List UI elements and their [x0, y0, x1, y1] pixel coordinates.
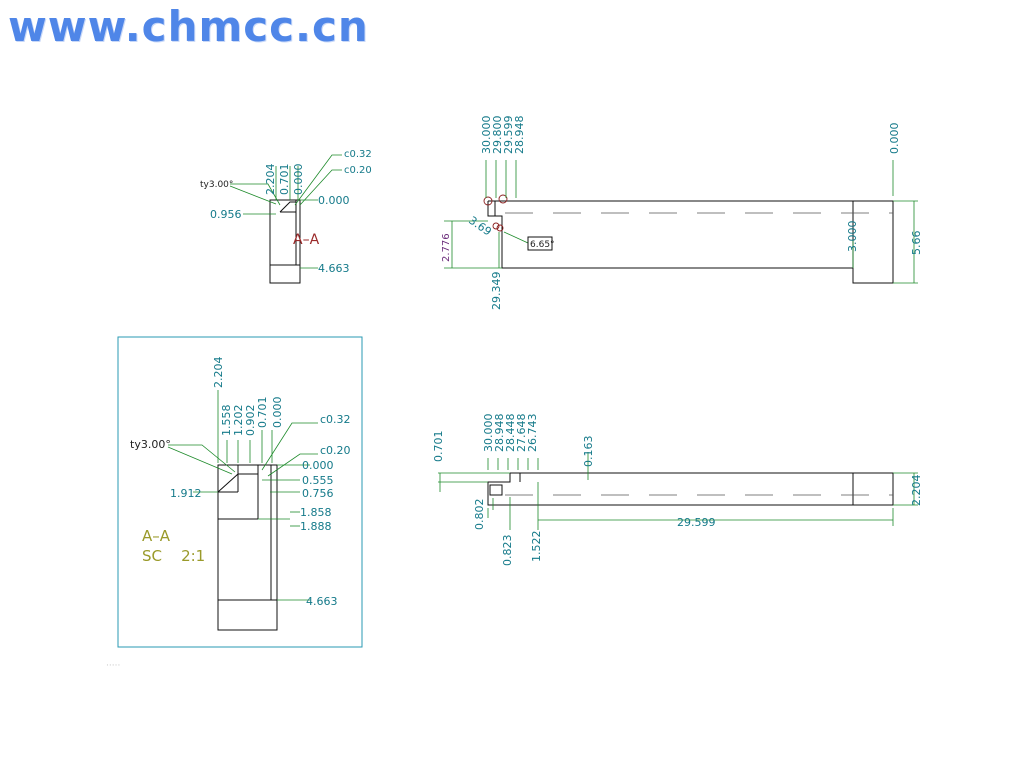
detail-angle-note: ty3.00° [130, 438, 171, 451]
small-dim-left: 0.956 [210, 208, 242, 221]
bottom-right-part-outline [487, 472, 894, 506]
small-dim-top-2: 0.701 [278, 164, 291, 196]
br-dim-bottom-2: 0.823 [501, 535, 514, 567]
detail-dim-top-2: 1.558 [220, 405, 233, 437]
detail-dim-right-3: 0.756 [302, 487, 334, 500]
br-dim-left-top: 0.701 [432, 431, 445, 463]
tr-dim-height: 5.66 [910, 231, 923, 256]
tr-angle-box-text: 6.65° [530, 240, 555, 250]
tr-dim-step: 3.000 [846, 221, 859, 253]
detail-chamfer-1: c0.32 [320, 413, 351, 426]
small-part-outline [269, 199, 301, 284]
detail-chamfer-2: c0.20 [320, 444, 351, 457]
tr-dim-top-4: 28.948 [513, 116, 526, 155]
br-dim-top-5: 26.743 [526, 414, 539, 453]
top-right-view: 30.000 29.800 29.599 28.948 0.000 3.000 … [441, 116, 923, 311]
detail-dim-top-3: 1.202 [232, 405, 245, 437]
detail-frame [117, 336, 363, 648]
detail-dim-right-1: 0.000 [302, 459, 334, 472]
detail-section-view: 2.204 1.558 1.202 0.902 0.701 0.000 0.00… [106, 336, 363, 671]
detail-dim-left: 1.912 [170, 487, 202, 500]
br-dim-top-3: 28.448 [504, 414, 517, 453]
small-dim-side-1: 0.000 [318, 194, 350, 207]
small-section-label: A–A [293, 232, 320, 248]
tr-dim-top-1: 30.000 [480, 116, 493, 155]
tr-dim-top-3: 29.599 [502, 116, 515, 155]
detail-footer: ····· [106, 661, 120, 671]
detail-dim-top-4: 0.902 [244, 405, 257, 437]
bottom-right-view: 0.701 30.000 28.948 28.448 27.648 26.743… [432, 414, 923, 567]
detail-section-label: A–A [142, 527, 171, 545]
tr-dim-top-2: 29.800 [491, 116, 504, 155]
tr-dim-right-top: 0.000 [888, 123, 901, 155]
detail-scale-label: SC 2:1 [142, 547, 205, 565]
detail-dim-right-6: 4.663 [306, 595, 338, 608]
small-section-view: A–A ty3.00° c0.32 c0.20 2.204 0.701 0.00… [200, 149, 372, 284]
small-angle-note: ty3.00° [200, 180, 233, 190]
detail-part-outline [217, 464, 278, 631]
br-dim-bottom-3: 1.522 [530, 531, 543, 563]
detail-dim-right-4: 1.858 [300, 506, 332, 519]
tr-dim-angle: 3.69 [466, 214, 494, 239]
br-dim-top-1: 30.000 [482, 414, 495, 453]
tr-angle-box [527, 236, 553, 251]
br-dim-length: 29.599 [677, 516, 716, 529]
small-dim-top-3: 0.000 [292, 164, 305, 196]
tr-dim-bottom: 29.349 [490, 272, 503, 311]
small-dim-side-2: 4.663 [318, 262, 350, 275]
detail-dim-top-1: 2.204 [212, 357, 225, 389]
detail-dim-right-5: 1.888 [300, 520, 332, 533]
small-chamfer-2: c0.20 [344, 165, 372, 176]
detail-dim-top-6: 0.000 [271, 397, 284, 429]
br-dim-mid: 0.163 [582, 436, 595, 468]
detail-dim-right-2: 0.555 [302, 474, 334, 487]
small-dim-top-1: 2.204 [264, 164, 277, 196]
br-dim-top-4: 27.648 [515, 414, 528, 453]
br-dim-top-2: 28.948 [493, 414, 506, 453]
watermark-logo-text: www.chmcc.cn [8, 2, 369, 51]
tr-dim-left: 2.776 [441, 233, 452, 262]
br-dim-bottom-1: 0.802 [473, 499, 486, 531]
br-dim-height: 2.204 [910, 475, 923, 507]
detail-dim-top-5: 0.701 [256, 397, 269, 429]
small-chamfer-1: c0.32 [344, 149, 372, 160]
